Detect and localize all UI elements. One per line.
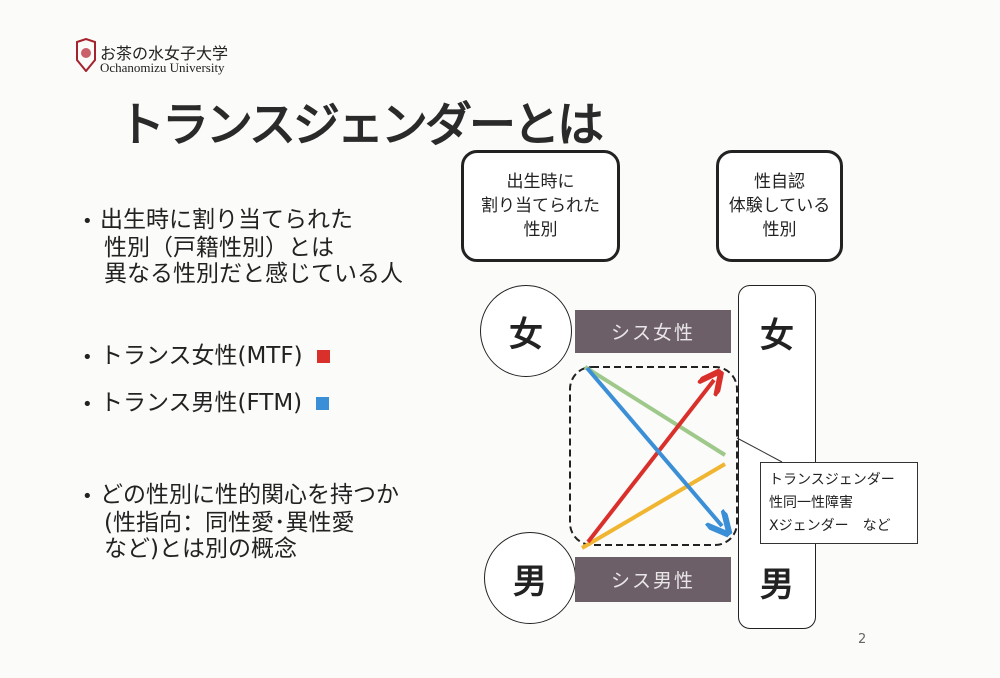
bullet-text: 出生時に割り当てられた xyxy=(99,207,353,233)
box-text: 割り当てられた xyxy=(481,196,600,216)
bullet-text: など)とは別の概念 xyxy=(104,536,297,562)
box-text: 性自認 xyxy=(754,172,805,192)
box-text: 出生時に xyxy=(506,172,575,192)
right-female-label: 女 xyxy=(760,316,794,356)
slide-title: トランスジェンダーとは xyxy=(118,98,604,153)
green-line xyxy=(583,365,727,457)
box-text: 体験している xyxy=(728,196,831,216)
yellow-line xyxy=(580,462,727,550)
ftm-arrow xyxy=(585,366,722,526)
bullet-text: どの性別に性的関心を持つか xyxy=(99,482,399,508)
bullet-text: トランス女性(MTF) xyxy=(99,343,303,369)
bullet-orientation: • どの性別に性的関心を持つか (性指向：同性愛･異性愛 など)とは別の概念 xyxy=(82,482,399,562)
right-male-label: 男 xyxy=(760,565,794,605)
callout-text: 性同一性障害 xyxy=(769,495,853,511)
left-female-circle: 女 xyxy=(480,285,572,377)
callout-pointer xyxy=(736,437,783,463)
bullet-ftm: • トランス男性(FTM) xyxy=(82,390,330,418)
left-male-circle: 男 xyxy=(484,532,576,624)
callout-box: トランスジェンダー 性同一性障害 Xジェンダー など xyxy=(760,462,918,544)
bullet-text: (性指向：同性愛･異性愛 xyxy=(104,510,355,536)
bullet-mtf: • トランス女性(MTF) xyxy=(82,343,330,371)
cis-male-bar: シス男性 xyxy=(575,557,731,602)
bullet-text: 異なる性別だと感じている人 xyxy=(104,261,403,287)
transgender-dashed-region xyxy=(569,366,738,546)
callout-text: トランスジェンダー xyxy=(769,472,895,488)
red-legend-square xyxy=(316,350,330,363)
blue-legend-square xyxy=(316,397,330,410)
box-text: 性別 xyxy=(762,220,797,240)
box-text: 性別 xyxy=(523,220,558,240)
mtf-arrow xyxy=(586,380,714,544)
page-number: 2 xyxy=(858,632,867,647)
university-name-en: Ochanomizu University xyxy=(100,60,225,75)
university-crest-icon xyxy=(76,38,96,72)
gender-identity-box: 性自認 体験している 性別 xyxy=(716,150,843,262)
callout-text: Xジェンダー など xyxy=(769,518,891,534)
assigned-sex-box: 出生時に 割り当てられた 性別 xyxy=(461,150,620,262)
bullet-text: トランス男性(FTM) xyxy=(99,390,303,416)
bullet-text: 性別（戸籍性別）とは xyxy=(104,235,334,261)
bullet-definition: • 出生時に割り当てられた 性別（戸籍性別）とは 異なる性別だと感じている人 xyxy=(82,207,403,287)
university-name-jp: お茶の水女子大学 xyxy=(100,44,229,63)
cis-female-bar: シス女性 xyxy=(575,310,731,353)
identity-column: 女 男 xyxy=(738,285,816,629)
